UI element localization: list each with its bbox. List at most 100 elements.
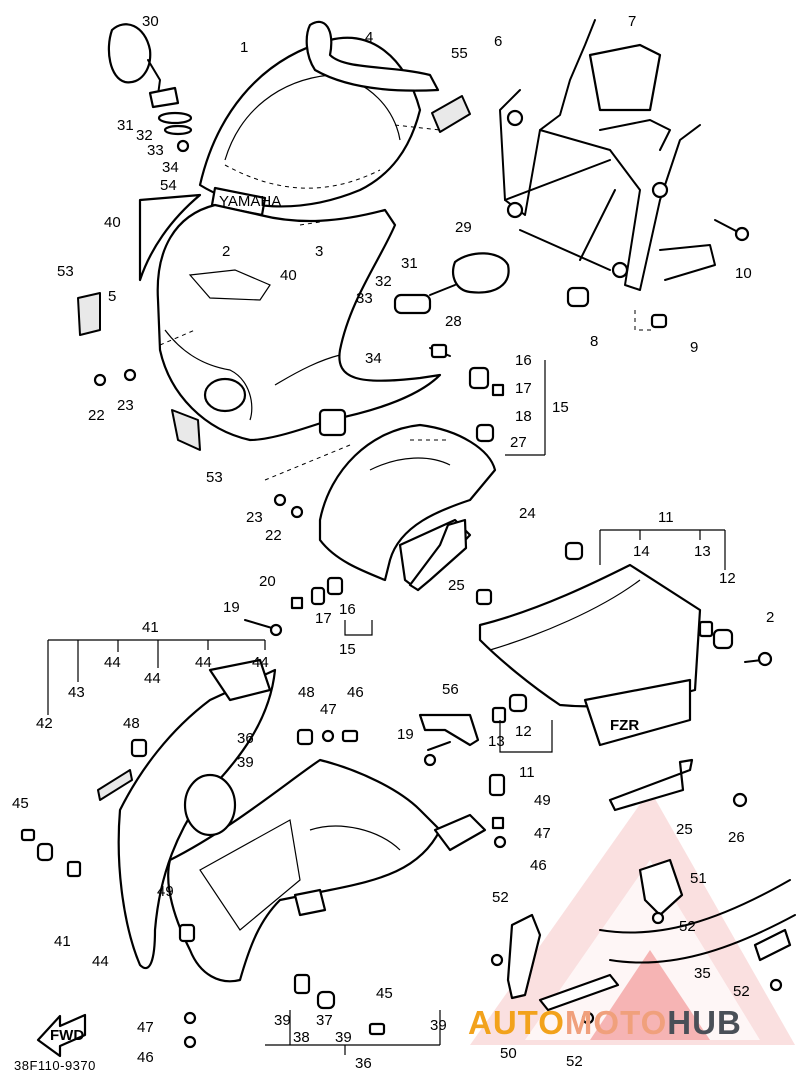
- side-panel: FZR: [478, 563, 702, 747]
- bracket-35: [599, 879, 796, 992]
- callout-44-c: 44: [195, 654, 212, 671]
- callout-22-mid: 22: [265, 527, 282, 544]
- watermark-part3: HUB: [667, 1004, 742, 1041]
- callout-40-center: 40: [280, 267, 297, 284]
- callout-34-top: 34: [162, 159, 179, 176]
- callout-36-top: 36: [237, 730, 254, 747]
- bracket-25-lower: [608, 758, 748, 812]
- callout-22-left: 22: [88, 407, 105, 424]
- callout-47-bottom: 47: [137, 1019, 154, 1036]
- callout-2-right: 2: [766, 609, 774, 626]
- callout-49-left: 49: [157, 883, 174, 900]
- callout-19-mid: 19: [223, 599, 240, 616]
- callout-33-top: 33: [147, 142, 164, 159]
- callout-46-top: 46: [347, 684, 364, 701]
- cowl-stay: [499, 19, 716, 291]
- watermark-part1: AUTO: [468, 1004, 565, 1041]
- callout-40-left: 40: [104, 214, 121, 231]
- bolt-10: [714, 219, 750, 242]
- yamaha-emblem: YAMAHA: [210, 186, 281, 217]
- callout-32-top: 32: [136, 127, 153, 144]
- callout-44-b: 44: [144, 670, 161, 687]
- callout-1: 1: [240, 39, 248, 56]
- under-cowl: [167, 758, 487, 983]
- callout-numbers: 1 30 4 55 6 7 31 32 33 34 54 40 2 3 29 1…: [12, 13, 774, 1072]
- callout-31-top: 31: [117, 117, 134, 134]
- callout-48-right: 48: [298, 684, 315, 701]
- callout-14: 14: [633, 543, 650, 560]
- callout-51: 51: [690, 870, 707, 887]
- callout-39-top: 39: [237, 754, 254, 771]
- callout-27: 27: [510, 434, 527, 451]
- callout-19-right: 19: [397, 726, 414, 743]
- panel-53-top: [77, 292, 101, 336]
- emblem-text: YAMAHA: [219, 193, 281, 210]
- decal-55: [431, 95, 471, 133]
- windscreen: [198, 20, 440, 208]
- callout-20: 20: [259, 573, 276, 590]
- callout-37: 37: [316, 1012, 333, 1029]
- callout-2-top: 2: [222, 243, 230, 260]
- callout-30: 30: [142, 13, 159, 30]
- callout-41-top: 41: [142, 619, 159, 636]
- callout-15-top: 15: [552, 399, 569, 416]
- callout-36-bottom: 36: [355, 1055, 372, 1072]
- callout-34-right: 34: [365, 350, 382, 367]
- callout-25-top: 25: [448, 577, 465, 594]
- callout-24: 24: [519, 505, 536, 522]
- callout-17-top: 17: [515, 380, 532, 397]
- side-fasteners: [475, 541, 773, 667]
- callout-26: 26: [728, 829, 745, 846]
- callout-33-right: 33: [356, 290, 373, 307]
- callout-46-right: 46: [530, 857, 547, 874]
- reference-code: 38F110-9370: [14, 1058, 96, 1073]
- callout-15-mid: 15: [339, 641, 356, 658]
- callout-3: 3: [315, 243, 323, 260]
- callout-10: 10: [735, 265, 752, 282]
- callout-13-top: 13: [694, 543, 711, 560]
- nut-9: [650, 313, 668, 329]
- callout-43: 43: [68, 684, 85, 701]
- callout-54: 54: [160, 177, 177, 194]
- callout-13-mid: 13: [488, 733, 505, 750]
- panel-53-bottom: [171, 409, 201, 451]
- callout-18: 18: [515, 408, 532, 425]
- leader-lines: [47, 124, 726, 1055]
- callout-49-right: 49: [534, 792, 551, 809]
- mirror-left: [107, 23, 193, 153]
- rubber-8: [566, 286, 590, 308]
- callout-47-right: 47: [534, 825, 551, 842]
- callout-50: 50: [500, 1045, 517, 1062]
- badge-text: FZR: [610, 717, 639, 734]
- bracket-51: [638, 858, 684, 925]
- callout-7: 7: [628, 13, 636, 30]
- mirror-right: [393, 252, 510, 315]
- callout-39-b: 39: [335, 1029, 352, 1046]
- fwd-label: FWD: [50, 1027, 84, 1044]
- callout-4: 4: [365, 29, 373, 46]
- callout-12-top: 12: [719, 570, 736, 587]
- callout-35: 35: [694, 965, 711, 982]
- callout-45-left: 45: [12, 795, 29, 812]
- callout-32-right: 32: [375, 273, 392, 290]
- side-cowl-left: [97, 658, 277, 970]
- callout-53-bottom: 53: [206, 469, 223, 486]
- callout-44-a: 44: [104, 654, 121, 671]
- under-cowl-fasteners: [20, 728, 507, 1049]
- callout-17-mid: 17: [315, 610, 332, 627]
- callout-9: 9: [690, 339, 698, 356]
- callout-52-mid: 52: [679, 918, 696, 935]
- bracket-50: [490, 913, 620, 1025]
- callout-41-bottom: 41: [54, 933, 71, 950]
- callout-38: 38: [293, 1029, 310, 1046]
- watermark-part2: MOTO: [564, 1004, 668, 1041]
- callout-44-e: 44: [92, 953, 109, 970]
- callout-23-left: 23: [117, 397, 134, 414]
- small-fasteners-mid: [93, 343, 505, 637]
- callout-31-right: 31: [401, 255, 418, 272]
- callout-44-d: 44: [252, 654, 269, 671]
- callout-45-bottom: 45: [376, 985, 393, 1002]
- callout-25-bottom: 25: [676, 821, 693, 838]
- upper-cowl: [138, 193, 442, 442]
